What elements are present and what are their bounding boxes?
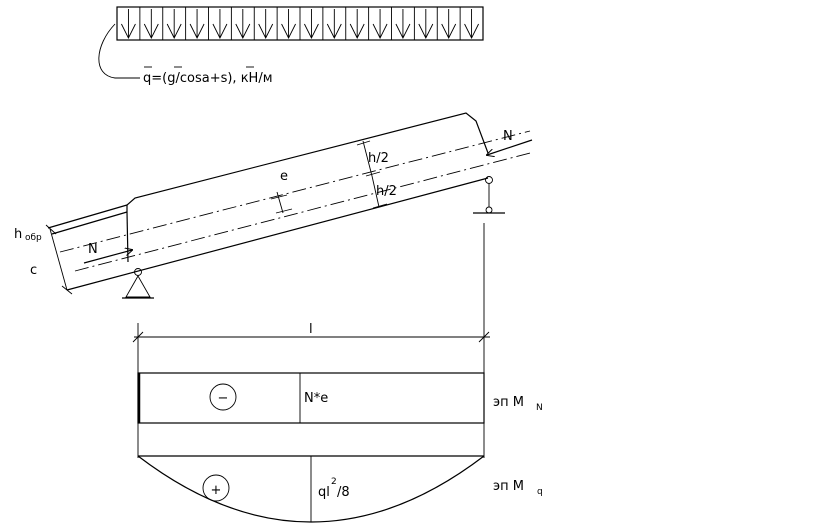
inclined-beam bbox=[47, 112, 531, 291]
mq-title: эп М bbox=[493, 479, 524, 494]
force-arrow-right bbox=[487, 139, 533, 155]
load-arrow bbox=[418, 9, 434, 40]
mn-title: эп М bbox=[493, 395, 524, 410]
c-dimension-line bbox=[49, 228, 68, 291]
h-label: h bbox=[14, 227, 22, 242]
force-label-left: N bbox=[88, 242, 98, 257]
force-arrow-left bbox=[83, 250, 132, 264]
load-arrow bbox=[326, 9, 342, 40]
h-sub-label: обр bbox=[25, 233, 42, 243]
e-label: e bbox=[280, 169, 288, 184]
load-arrow bbox=[166, 9, 182, 40]
h-half-top-dimension bbox=[362, 140, 373, 177]
plus-sign: + bbox=[211, 483, 222, 498]
force-label-right: N bbox=[503, 129, 513, 144]
c-label: c bbox=[30, 263, 37, 278]
ql-sup: 2 bbox=[331, 477, 337, 487]
ne-value: N*e bbox=[304, 391, 328, 406]
load-arrow bbox=[235, 9, 251, 40]
h-half-top-label: h/2 bbox=[368, 151, 389, 166]
load-arrow bbox=[281, 9, 296, 40]
moment-diagram-n bbox=[137, 372, 485, 424]
load-arrow bbox=[121, 9, 136, 40]
mq-title-sub: q bbox=[537, 487, 543, 497]
span-label: l bbox=[309, 322, 313, 337]
ql-denominator: /8 bbox=[337, 485, 350, 500]
e-dimension bbox=[276, 191, 284, 214]
load-formula: q=(g/cosa+s), кН/м bbox=[143, 71, 273, 86]
load-arrow bbox=[349, 9, 365, 40]
load-arrow bbox=[395, 9, 411, 40]
ql-value: ql bbox=[318, 485, 330, 500]
load-arrow bbox=[212, 9, 228, 40]
load-arrow bbox=[441, 9, 457, 40]
load-arrow bbox=[189, 9, 205, 40]
mn-title-sub: N bbox=[536, 403, 543, 413]
load-arrow bbox=[143, 9, 159, 40]
right-roller-support bbox=[473, 176, 505, 214]
load-arrow bbox=[304, 9, 319, 40]
load-leader bbox=[98, 23, 140, 79]
load-arrow bbox=[372, 9, 388, 40]
moment-diagram-q bbox=[137, 455, 485, 523]
load-arrow bbox=[258, 9, 274, 40]
load-arrow bbox=[464, 9, 479, 40]
left-pin-support bbox=[122, 268, 154, 299]
h-half-bottom-dimension bbox=[371, 175, 380, 208]
h-half-bottom-label: h/2 bbox=[376, 184, 397, 199]
minus-sign: − bbox=[218, 391, 229, 406]
distributed-load bbox=[116, 6, 484, 41]
